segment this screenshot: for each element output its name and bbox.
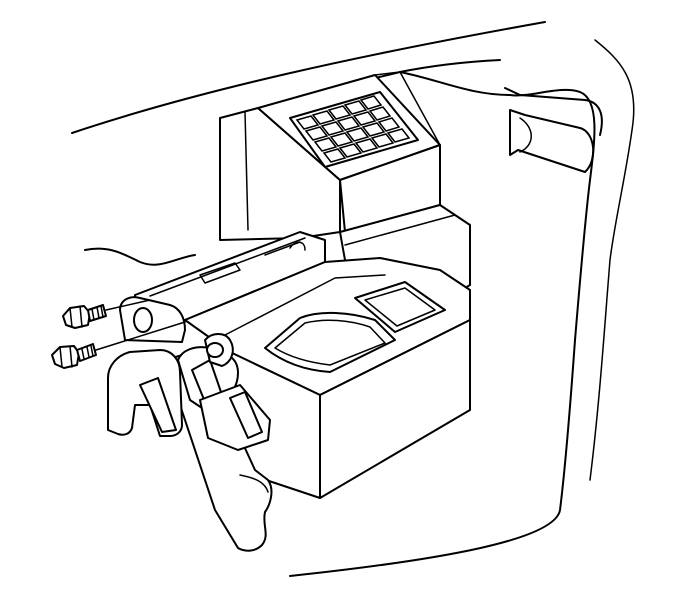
lower-module-right	[319, 319, 471, 499]
side-duct-edge	[519, 117, 532, 153]
mount-bar-hole	[133, 307, 153, 333]
module-opening-small-inner	[364, 287, 436, 327]
module-opening-large	[264, 311, 396, 373]
housing-step-line	[344, 214, 456, 246]
vent-grill	[289, 91, 419, 168]
clip-bracket-left-slot	[139, 377, 177, 433]
mount-bar-top	[149, 237, 306, 297]
dashboard-top-edge	[71, 21, 546, 134]
lower-module-rim	[224, 274, 386, 336]
lower-dash-edge	[84, 247, 196, 266]
side-duct-top	[504, 87, 603, 136]
clip-bracket-hole	[206, 342, 224, 358]
module-opening-small	[354, 281, 446, 333]
mount-bar-slot	[199, 262, 241, 284]
drain-arm-edge	[239, 474, 269, 493]
side-duct-cylinder	[509, 109, 595, 173]
bolt-upper	[62, 299, 151, 329]
side-panel-inner	[589, 39, 635, 481]
clip-bracket-lower-slot	[229, 391, 263, 439]
housing-back-edge	[244, 111, 249, 231]
mount-bar-rod	[264, 241, 306, 256]
grill-box-right	[374, 71, 441, 146]
side-panel-outline	[289, 71, 596, 577]
bolt-lower	[51, 321, 186, 369]
module-opening-large-inner	[274, 319, 386, 366]
